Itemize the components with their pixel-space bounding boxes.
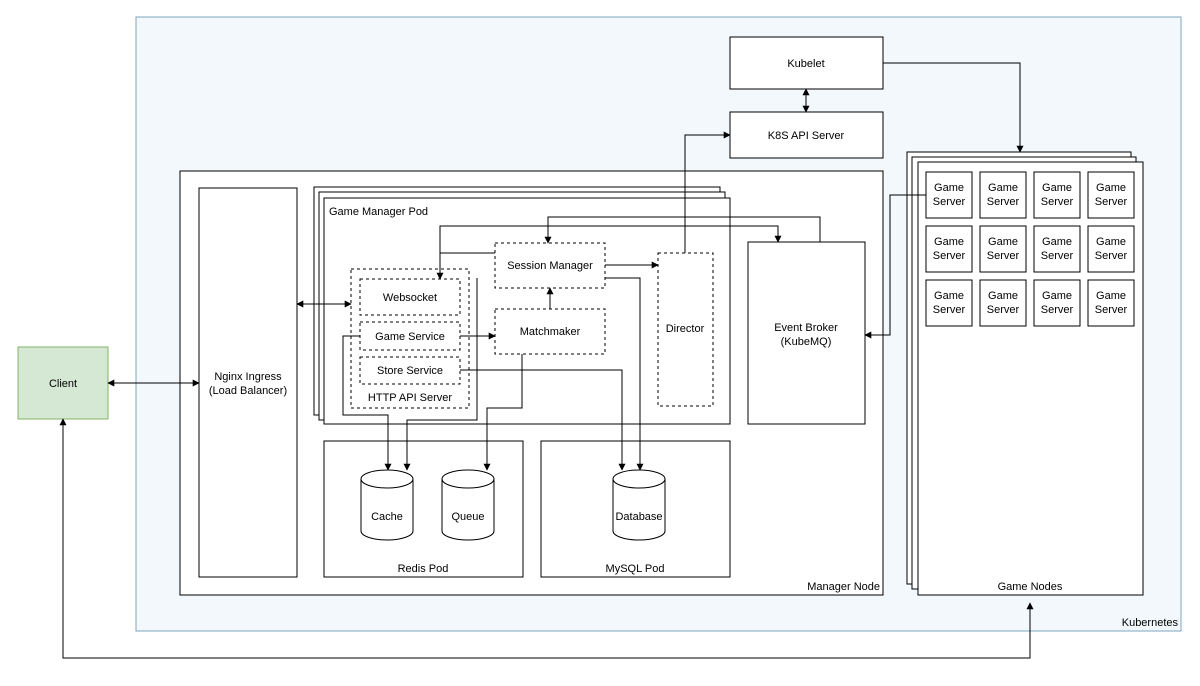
kubernetes-label: Kubernetes (1122, 617, 1179, 629)
websocket-eventbroker-arrow (439, 225, 782, 253)
game-server-label: Server (1095, 304, 1128, 316)
queue-cylinder (441, 469, 495, 541)
game-server-label: Server (933, 250, 966, 262)
game-service-box (359, 321, 461, 351)
client-label: Client (49, 378, 77, 390)
game-manager-pod-label: Game Manager Pod (329, 206, 428, 218)
game-server-label: Game (988, 182, 1018, 194)
eventbroker-session-arrow (544, 216, 821, 244)
websocket-label: Websocket (383, 292, 437, 304)
game-server-grid: GameServerGameServerGameServerGameServer… (925, 171, 1135, 327)
manager-node-label: Manager Node (807, 581, 880, 593)
event-broker-sublabel: (KubeMQ) (781, 336, 832, 348)
game-server-label: Game (1042, 236, 1072, 248)
game-server-label: Game (1096, 236, 1126, 248)
gamenodes-client-arrow (59, 418, 1034, 659)
k8s-api-server-label: K8S API Server (768, 130, 845, 142)
nginx-ingress-sublabel: (Load Balancer) (209, 385, 287, 397)
http-api-server-label: HTTP API Server (368, 392, 452, 404)
game-server-label: Game (988, 236, 1018, 248)
game-server-label: Game (934, 236, 964, 248)
mysql-pod-label: MySQL Pod (606, 563, 665, 575)
game-server-box (1033, 171, 1081, 219)
websocket-box (359, 278, 461, 316)
game-server-box (1087, 279, 1135, 327)
game-server-label: Server (1041, 250, 1074, 262)
database-label: Database (615, 511, 662, 523)
game-server-label: Game (934, 290, 964, 302)
game-server-box (979, 279, 1027, 327)
game-server-box (1033, 225, 1081, 273)
game-server-box (1033, 279, 1081, 327)
matchmaker-label: Matchmaker (520, 326, 581, 338)
database-cylinder (612, 469, 666, 541)
matchmaker-box (494, 308, 606, 355)
game-server-label: Server (1041, 196, 1074, 208)
game-server-box (1087, 225, 1135, 273)
session-database-arrow (605, 277, 644, 471)
game-server-label: Game (988, 290, 1018, 302)
game-server-box (1087, 171, 1135, 219)
game-server-label: Server (933, 196, 966, 208)
game-server-label: Game (1042, 290, 1072, 302)
game-server-label: Server (1095, 196, 1128, 208)
store-service-box (359, 356, 461, 385)
game-server-box (925, 225, 973, 273)
game-server-label: Server (933, 304, 966, 316)
client-box (17, 346, 109, 420)
game-server-label: Server (987, 196, 1020, 208)
gameserver-eventbroker-arrow (864, 194, 926, 339)
game-server-label: Game (934, 182, 964, 194)
redis-pod-label: Redis Pod (398, 563, 449, 575)
game-service-label: Game Service (375, 331, 445, 343)
director-api-arrow (684, 131, 731, 253)
queue-label: Queue (451, 511, 484, 523)
kubelet-box (729, 36, 884, 90)
director-box (657, 252, 714, 407)
cache-label: Cache (371, 511, 403, 523)
game-server-label: Server (1041, 304, 1074, 316)
session-manager-label: Session Manager (507, 260, 593, 272)
game-server-label: Game (1042, 182, 1072, 194)
game-server-label: Game (1096, 182, 1126, 194)
game-server-box (979, 171, 1027, 219)
game-server-label: Server (987, 250, 1020, 262)
nginx-ingress-label: Nginx Ingress (214, 371, 282, 383)
event-broker-label: Event Broker (774, 322, 838, 334)
game-nodes-label: Game Nodes (998, 581, 1063, 593)
k8s-api-server-box (729, 111, 884, 159)
game-server-label: Server (987, 304, 1020, 316)
director-label: Director (666, 323, 705, 335)
connectors (59, 62, 1034, 659)
game-server-label: Game (1096, 290, 1126, 302)
cache-cylinder (360, 469, 414, 541)
game-server-box (925, 279, 973, 327)
game-server-box (979, 225, 1027, 273)
game-server-box (925, 171, 973, 219)
game-server-label: Server (1095, 250, 1128, 262)
kubelet-gamenodes-arrow (883, 62, 1024, 153)
kubelet-label: Kubelet (787, 58, 824, 70)
store-service-label: Store Service (377, 365, 443, 377)
